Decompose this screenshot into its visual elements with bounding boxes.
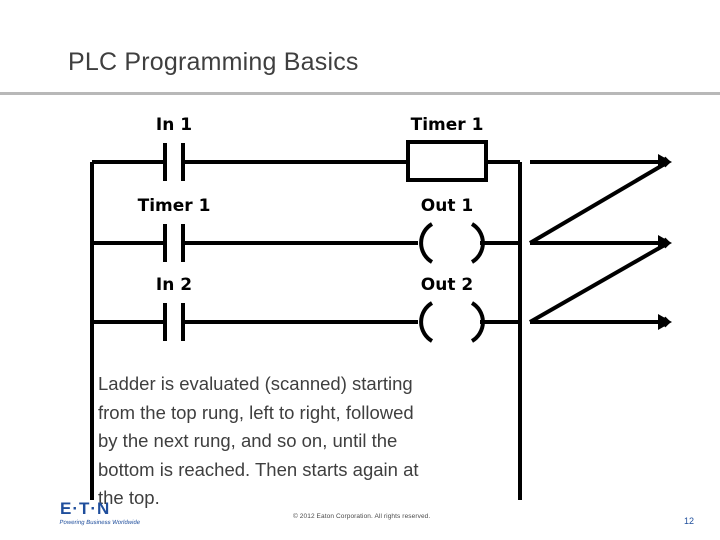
coil-2-left-arc <box>419 301 434 343</box>
page-number: 12 <box>684 516 695 526</box>
title-divider <box>0 92 720 95</box>
rung3-right-label: Out 2 <box>421 275 473 295</box>
logo-wordmark: E·T·N <box>60 499 111 518</box>
scan-arrowhead-3 <box>658 314 672 330</box>
body-line-4: bottom is reached. Then starts again at <box>98 458 419 480</box>
rung1-left-label: In 1 <box>156 115 192 135</box>
rung1-right-label: Timer 1 <box>411 115 484 135</box>
body-line-1: Ladder is evaluated (scanned) starting <box>98 373 413 394</box>
scan-order-arrows <box>528 156 670 328</box>
ladder-diagram: In 1 Timer 1 Timer 1 Out 1 In 2 Out 2 <box>60 100 680 500</box>
body-paragraph: Ladder is evaluated (scanned) starting f… <box>98 370 508 513</box>
scan-diag-2 <box>529 241 669 324</box>
scan-arrowhead-2 <box>658 235 672 251</box>
rung2-left-label: Timer 1 <box>138 196 211 216</box>
coil-1-left-arc <box>419 222 434 264</box>
page-title: PLC Programming Basics <box>68 48 359 76</box>
rung2-right-label: Out 1 <box>421 196 473 216</box>
scan-diag-1 <box>528 160 670 245</box>
eaton-logo: E·T·N Powering Business Worldwide <box>59 499 170 534</box>
scan-arrowhead-1 <box>658 154 672 170</box>
body-line-5: the top. <box>98 487 160 508</box>
logo-tagline: Powering Business Worldwide <box>59 520 141 526</box>
copyright-notice: © 2012 Eaton Corporation. All rights res… <box>293 513 431 520</box>
body-line-3: by the next rung, and so on, until the <box>98 430 398 451</box>
body-line-2: from the top rung, left to right, follow… <box>98 401 414 423</box>
rung3-left-label: In 2 <box>156 275 192 295</box>
timer-box-1 <box>406 140 488 182</box>
